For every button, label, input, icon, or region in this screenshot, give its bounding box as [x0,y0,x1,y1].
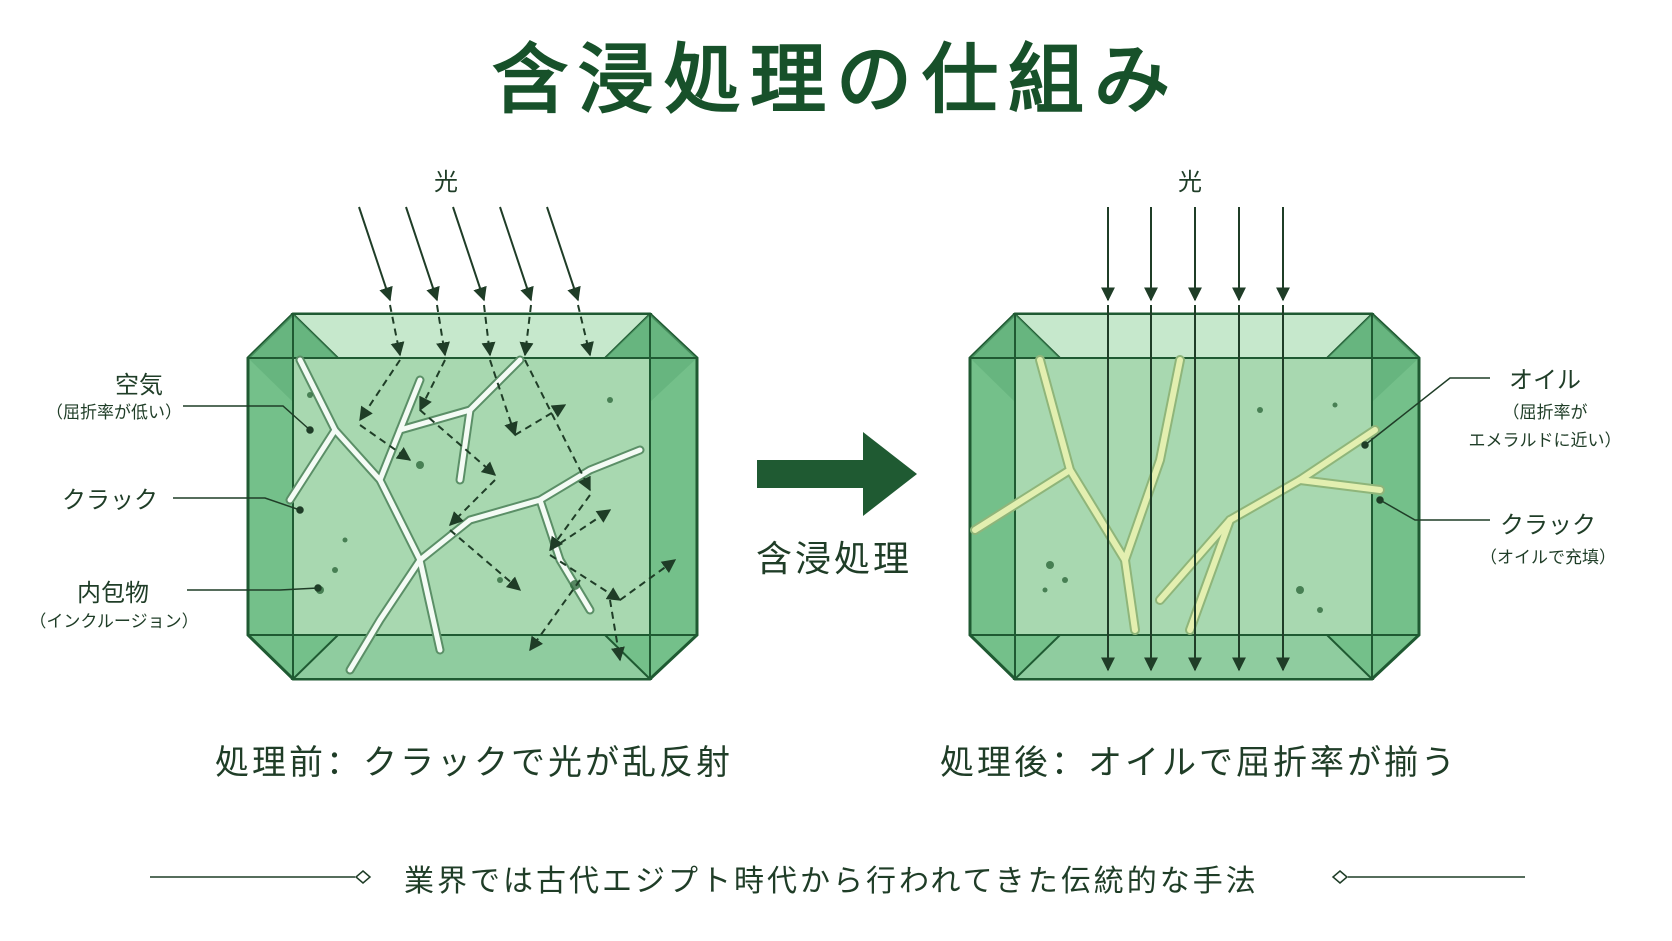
left-air-sublabel: （屈折率が低い） [46,403,182,423]
right-light-arrows [1101,207,1290,672]
left-gem-table [292,357,651,636]
right-gem-table [1014,357,1373,636]
left-leaders [173,405,322,592]
right-caption: 処理後：オイルで屈折率が揃う [940,743,1458,783]
right-inclusion-dots [1042,402,1338,613]
right-oil-label: オイル [1509,366,1581,394]
footer-text: 業界では古代エジプト時代から行われてきた伝統的な手法 [404,864,1259,899]
right-crack-label: クラック [1500,511,1596,539]
left-inclusion-dots [307,392,613,594]
footer-rules [150,870,1525,884]
process-label: 含浸処理 [756,539,913,580]
left-caption: 処理前：クラックで光が乱反射 [215,743,733,783]
left-light-arrows [358,206,581,302]
process-arrow [757,432,917,516]
right-oil-cracks [970,355,1385,635]
left-gem [246,312,699,681]
left-light-label: 光 [434,168,458,196]
left-inclusion-sublabel: （インクルージョン） [29,612,199,632]
left-scatter-arrows [359,304,677,662]
right-leaders [1361,377,1490,521]
page-title: 含浸処理の仕組み [492,35,1180,124]
left-air-label: 空気 [115,371,163,399]
left-crack-label: クラック [62,486,158,514]
right-oil-sublabel-2: エメラルドに近い） [1468,431,1622,451]
right-light-label: 光 [1178,168,1202,196]
right-oil-sublabel-1: （屈折率が [1502,403,1588,423]
left-inclusion-label: 内包物 [77,579,149,607]
right-crack-sublabel: （オイルで充填） [1480,548,1616,568]
